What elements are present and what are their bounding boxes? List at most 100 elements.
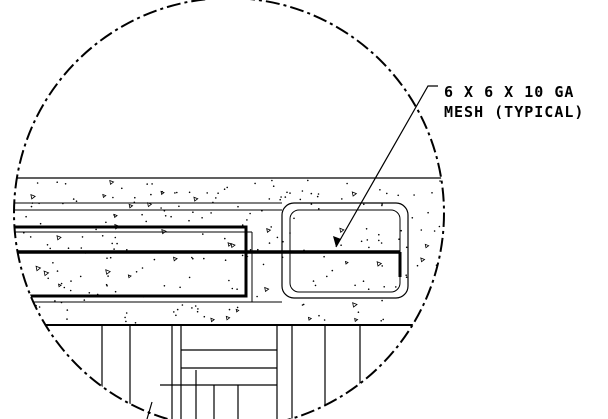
- aggregate-dot: [272, 185, 275, 187]
- aggregate-dot: [135, 271, 138, 273]
- aggregate-dot: [196, 310, 199, 313]
- aggregate-dot: [191, 256, 193, 259]
- aggregate-dot: [14, 259, 15, 262]
- aggregate-dot: [357, 311, 360, 314]
- mesh-bar-upper: [14, 225, 248, 298]
- aggregate-dot: [262, 263, 265, 266]
- aggregate-dot: [420, 229, 423, 231]
- aggregate-stone: [266, 227, 272, 233]
- aggregate-dot: [72, 198, 75, 200]
- aggregate-dot: [111, 242, 113, 245]
- aggregate-dot: [176, 308, 179, 311]
- aggregate-stone: [172, 256, 178, 262]
- aggregate-dot: [280, 196, 282, 198]
- aggregate-dot: [301, 190, 304, 192]
- aggregate-dot: [236, 306, 239, 309]
- aggregate-dot: [381, 203, 383, 205]
- aggregate-dot: [192, 211, 194, 213]
- aggregate-dot: [455, 196, 457, 198]
- aggregate-dot: [201, 217, 203, 219]
- aggregate-dot: [379, 189, 381, 191]
- aggregate-dot: [381, 299, 383, 302]
- aggregate-dot: [362, 280, 365, 283]
- aggregate-dot: [203, 315, 206, 318]
- aggregate-dot: [125, 312, 128, 314]
- aggregate-dot: [413, 194, 415, 196]
- aggregate-dot: [6, 198, 8, 200]
- aggregate-stone: [227, 242, 233, 247]
- aggregate-dot: [366, 239, 369, 241]
- aggregate-dot: [188, 191, 191, 194]
- aggregate-dot: [174, 192, 176, 194]
- detail-circle: [13, 0, 445, 419]
- aggregate-dot: [254, 182, 256, 185]
- aggregate-dot: [318, 314, 320, 317]
- aggregate-dot: [52, 262, 54, 264]
- leader-line: [335, 85, 438, 248]
- aggregate-dot: [268, 242, 271, 244]
- aggregate-dot: [25, 215, 27, 218]
- aggregate-dot: [441, 266, 444, 268]
- aggregate-dot: [302, 303, 305, 306]
- aggregate-dot: [70, 280, 72, 282]
- aggregate-dot: [151, 183, 153, 185]
- aggregate-dot: [10, 212, 12, 214]
- aggregate-dot: [331, 269, 334, 272]
- aggregate-dot: [400, 229, 403, 232]
- aggregate-dot: [256, 295, 258, 298]
- aggregate-dot: [249, 212, 251, 215]
- aggregate-dot: [116, 242, 118, 245]
- aggregate-dot: [241, 224, 244, 226]
- aggregate-dot: [179, 286, 181, 289]
- aggregate-dot: [20, 288, 23, 291]
- aggregate-dot: [293, 217, 295, 220]
- aggregate-dot: [80, 247, 83, 249]
- aggregate-dot: [134, 196, 136, 199]
- aggregate-stone: [376, 261, 383, 267]
- aggregate-dot: [286, 191, 288, 194]
- aggregate-dot: [126, 249, 128, 251]
- aggregate-stone: [1, 300, 5, 304]
- aggregate-dot: [381, 265, 384, 267]
- aggregate-dot: [226, 186, 228, 189]
- aggregate-stone: [225, 315, 231, 321]
- aggregate-stone: [43, 270, 50, 277]
- aggregate-dot: [125, 320, 127, 323]
- aggregate-dot: [312, 280, 315, 282]
- aggregate-dot: [134, 322, 137, 324]
- aggregate-stone: [354, 317, 359, 323]
- aggregate-dot: [438, 225, 441, 228]
- aggregate-dot: [75, 200, 78, 202]
- aggregate-stone: [344, 260, 349, 265]
- aggregate-stone: [424, 243, 430, 249]
- aggregate-dot: [38, 306, 41, 308]
- aggregate-dot: [163, 285, 166, 287]
- aggregate-dot: [310, 203, 313, 205]
- aggregate-stone: [147, 202, 153, 208]
- aggregate-dot: [0, 244, 1, 246]
- aggregate-dot: [378, 239, 380, 242]
- aggregate-stone: [210, 317, 216, 323]
- aggregate-dot: [192, 257, 194, 260]
- aggregate-dot: [223, 188, 226, 190]
- aggregate-dot: [0, 249, 1, 251]
- aggregate-stone: [35, 265, 42, 272]
- aggregate-dot: [206, 192, 208, 194]
- aggregate-dot: [191, 307, 193, 309]
- aggregate-dot: [271, 179, 273, 182]
- aggregate-dot: [439, 180, 441, 182]
- aggregate-dot: [318, 208, 320, 210]
- aggregate-stone: [445, 277, 448, 280]
- aggregate-dot: [284, 196, 287, 198]
- aggregate-dot: [431, 192, 433, 194]
- aggregate-dot: [249, 249, 252, 251]
- aggregate-dot: [237, 205, 239, 208]
- aggregate-dot: [107, 275, 109, 277]
- aggregate-dot: [176, 191, 178, 194]
- aggregate-dot: [323, 319, 326, 321]
- aggregate-dot: [314, 284, 317, 287]
- aggregate-dot: [289, 192, 291, 194]
- mesh-stirrup-inner: [289, 209, 401, 293]
- aggregate-dot: [224, 237, 226, 240]
- aggregate-dot: [246, 219, 248, 221]
